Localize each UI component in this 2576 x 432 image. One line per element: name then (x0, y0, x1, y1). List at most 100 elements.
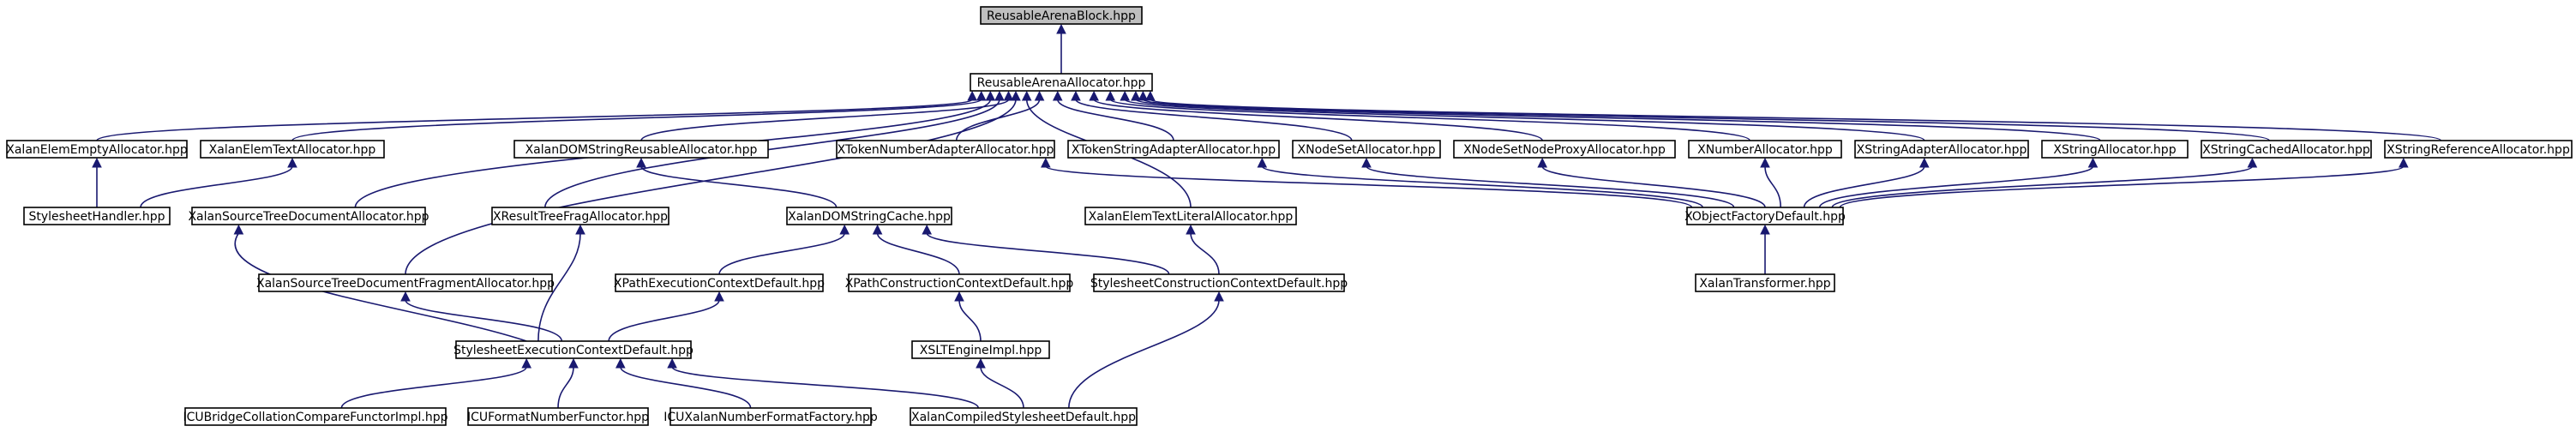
node-text[interactable]: XalanElemTextAllocator.hpp (200, 140, 385, 159)
node-box-xpcc[interactable] (848, 273, 1071, 292)
node-string[interactable]: XStringAllocator.hpp (2041, 140, 2189, 159)
node-box-scc[interactable] (1093, 273, 1345, 292)
node-ofd[interactable]: XObjectFactoryDefault.hpp (1684, 207, 1846, 225)
edge-stdfrag-to-rea (405, 99, 1017, 275)
node-scc[interactable]: StylesheetConstructionContextDefault.hpp (1090, 273, 1348, 292)
edge-ofd-to-tokna (1045, 165, 1693, 208)
node-stdfrag[interactable]: XalanSourceTreeDocumentFragmentAllocator… (256, 273, 555, 292)
node-textlit[interactable]: XalanElemTextLiteralAllocator.hpp (1084, 207, 1297, 225)
node-box-compiled[interactable] (910, 407, 1138, 426)
node-label-icufmt: ICUFormatNumberFunctor.hpp (467, 411, 649, 424)
node-icufmt[interactable]: ICUFormatNumberFunctor.hpp (467, 407, 649, 426)
node-box-textlit[interactable] (1084, 207, 1297, 225)
arrowhead-strcached-to-rea (1138, 90, 1149, 101)
node-shandler[interactable]: StylesheetHandler.hpp (23, 207, 171, 225)
graph-edges (92, 23, 2442, 409)
node-transformer[interactable]: XalanTransformer.hpp (1695, 273, 1835, 292)
edge-xpcc-to-domcache (876, 232, 960, 275)
node-number[interactable]: XNumberAllocator.hpp (1688, 140, 1842, 159)
node-xpcc[interactable]: XPathConstructionContextDefault.hpp (845, 273, 1074, 292)
node-box-ofd[interactable] (1686, 207, 1844, 225)
arrowhead-strref-to-rea (1145, 90, 1156, 101)
node-box-empty[interactable] (6, 140, 188, 159)
node-sec[interactable]: StylesheetExecutionContextDefault.hpp (453, 340, 694, 359)
node-stdoc[interactable]: XalanSourceTreeDocumentAllocator.hpp (188, 207, 429, 225)
node-label-string: XStringAllocator.hpp (2053, 143, 2176, 157)
node-box-root[interactable] (980, 6, 1143, 25)
node-box-icufmt[interactable] (467, 407, 649, 426)
node-label-shandler: StylesheetHandler.hpp (29, 210, 165, 224)
node-domcache[interactable]: XalanDOMStringCache.hpp (786, 207, 952, 225)
node-box-domsra[interactable] (513, 140, 769, 159)
node-box-domcache[interactable] (786, 207, 952, 225)
node-label-nsproxy: XNodeSetNodeProxyAllocator.hpp (1463, 143, 1666, 157)
node-box-nodeset[interactable] (1292, 140, 1441, 159)
node-root[interactable]: ReusableArenaBlock.hpp (980, 6, 1143, 25)
edge-toksa-to-rea (1056, 99, 1174, 141)
node-strref[interactable]: XStringReferenceAllocator.hpp (2384, 140, 2573, 159)
node-box-rea[interactable] (970, 73, 1153, 92)
node-label-transformer: XalanTransformer.hpp (1699, 277, 1830, 291)
edge-compiled-to-sec (671, 366, 979, 409)
node-box-xpec[interactable] (615, 273, 824, 292)
edge-icunf-to-sec (620, 366, 752, 409)
edge-strcached-to-rea (1142, 99, 2270, 141)
node-nodeset[interactable]: XNodeSetAllocator.hpp (1292, 140, 1441, 159)
node-tokna[interactable]: XTokenNumberAdapterAllocator.hpp (836, 140, 1055, 159)
arrowhead-stdoc-to-rea (985, 90, 996, 101)
edge-xpec-to-domcache (718, 232, 845, 275)
node-xslt[interactable]: XSLTEngineImpl.hpp (911, 340, 1050, 359)
arrowhead-sec-to-rtf (575, 224, 585, 235)
node-label-stdoc: XalanSourceTreeDocumentAllocator.hpp (188, 210, 429, 224)
edge-sec-to-stdfrag (405, 299, 563, 342)
arrowhead-ofd-to-stradapter (1918, 157, 1930, 168)
node-icubridge[interactable]: ICUBridgeCollationCompareFunctorImpl.hpp (183, 407, 448, 426)
node-rea[interactable]: ReusableArenaAllocator.hpp (970, 73, 1153, 92)
node-icunf[interactable]: ICUXalanNumberFormatFactory.hpp (664, 407, 878, 426)
edge-tokna-to-rea (955, 99, 1041, 141)
node-toksa[interactable]: XTokenStringAdapterAllocator.hpp (1067, 140, 1280, 159)
edge-number-to-rea (1109, 99, 1750, 141)
arrowhead-shandler-to-empty (92, 157, 102, 168)
node-box-sec[interactable] (455, 340, 692, 359)
node-box-toksa[interactable] (1067, 140, 1280, 159)
edge-compiled-to-scc (1068, 299, 1220, 409)
edge-sec-to-rtf (537, 232, 581, 342)
node-box-xslt[interactable] (911, 340, 1050, 359)
edge-ofd-to-nodeset (1366, 165, 1735, 208)
arrowhead-empty-to-rea (967, 90, 977, 101)
node-stradapter[interactable]: XStringAdapterAllocator.hpp (1854, 140, 2029, 159)
node-nsproxy[interactable]: XNodeSetNodeProxyAllocator.hpp (1453, 140, 1676, 159)
node-rtf[interactable]: XResultTreeFragAllocator.hpp (491, 207, 670, 225)
node-box-shandler[interactable] (23, 207, 171, 225)
node-box-strref[interactable] (2384, 140, 2573, 159)
node-box-string[interactable] (2041, 140, 2189, 159)
node-box-stradapter[interactable] (1854, 140, 2029, 159)
arrowhead-nodeset-to-rea (1071, 90, 1081, 101)
edge-scc-to-textlit (1190, 232, 1220, 275)
node-xpec[interactable]: XPathExecutionContextDefault.hpp (614, 273, 825, 292)
node-empty[interactable]: XalanElemEmptyAllocator.hpp (6, 140, 188, 159)
node-compiled[interactable]: XalanCompiledStylesheetDefault.hpp (910, 407, 1138, 426)
node-label-root: ReusableArenaBlock.hpp (987, 9, 1136, 23)
node-box-strcached[interactable] (2201, 140, 2372, 159)
node-box-rtf[interactable] (491, 207, 670, 225)
edge-compiled-to-xslt (980, 366, 1024, 409)
edge-icufmt-to-sec (557, 366, 574, 409)
arrowhead-transformer-to-ofd (1760, 224, 1770, 235)
node-box-icubridge[interactable] (184, 407, 447, 426)
node-box-stdoc[interactable] (191, 207, 426, 225)
node-label-strref: XStringReferenceAllocator.hpp (2387, 143, 2570, 157)
node-box-transformer[interactable] (1695, 273, 1835, 292)
arrowhead-ofd-to-strref (2398, 157, 2409, 168)
node-box-tokna[interactable] (836, 140, 1055, 159)
node-box-text[interactable] (200, 140, 385, 159)
node-box-stdfrag[interactable] (258, 273, 553, 292)
node-box-icunf[interactable] (670, 407, 872, 426)
node-strcached[interactable]: XStringCachedAllocator.hpp (2201, 140, 2372, 159)
node-box-number[interactable] (1688, 140, 1842, 159)
arrowhead-ofd-to-tokna (1041, 157, 1051, 168)
node-domsra[interactable]: XalanDOMStringReusableAllocator.hpp (513, 140, 769, 159)
node-box-nsproxy[interactable] (1453, 140, 1676, 159)
